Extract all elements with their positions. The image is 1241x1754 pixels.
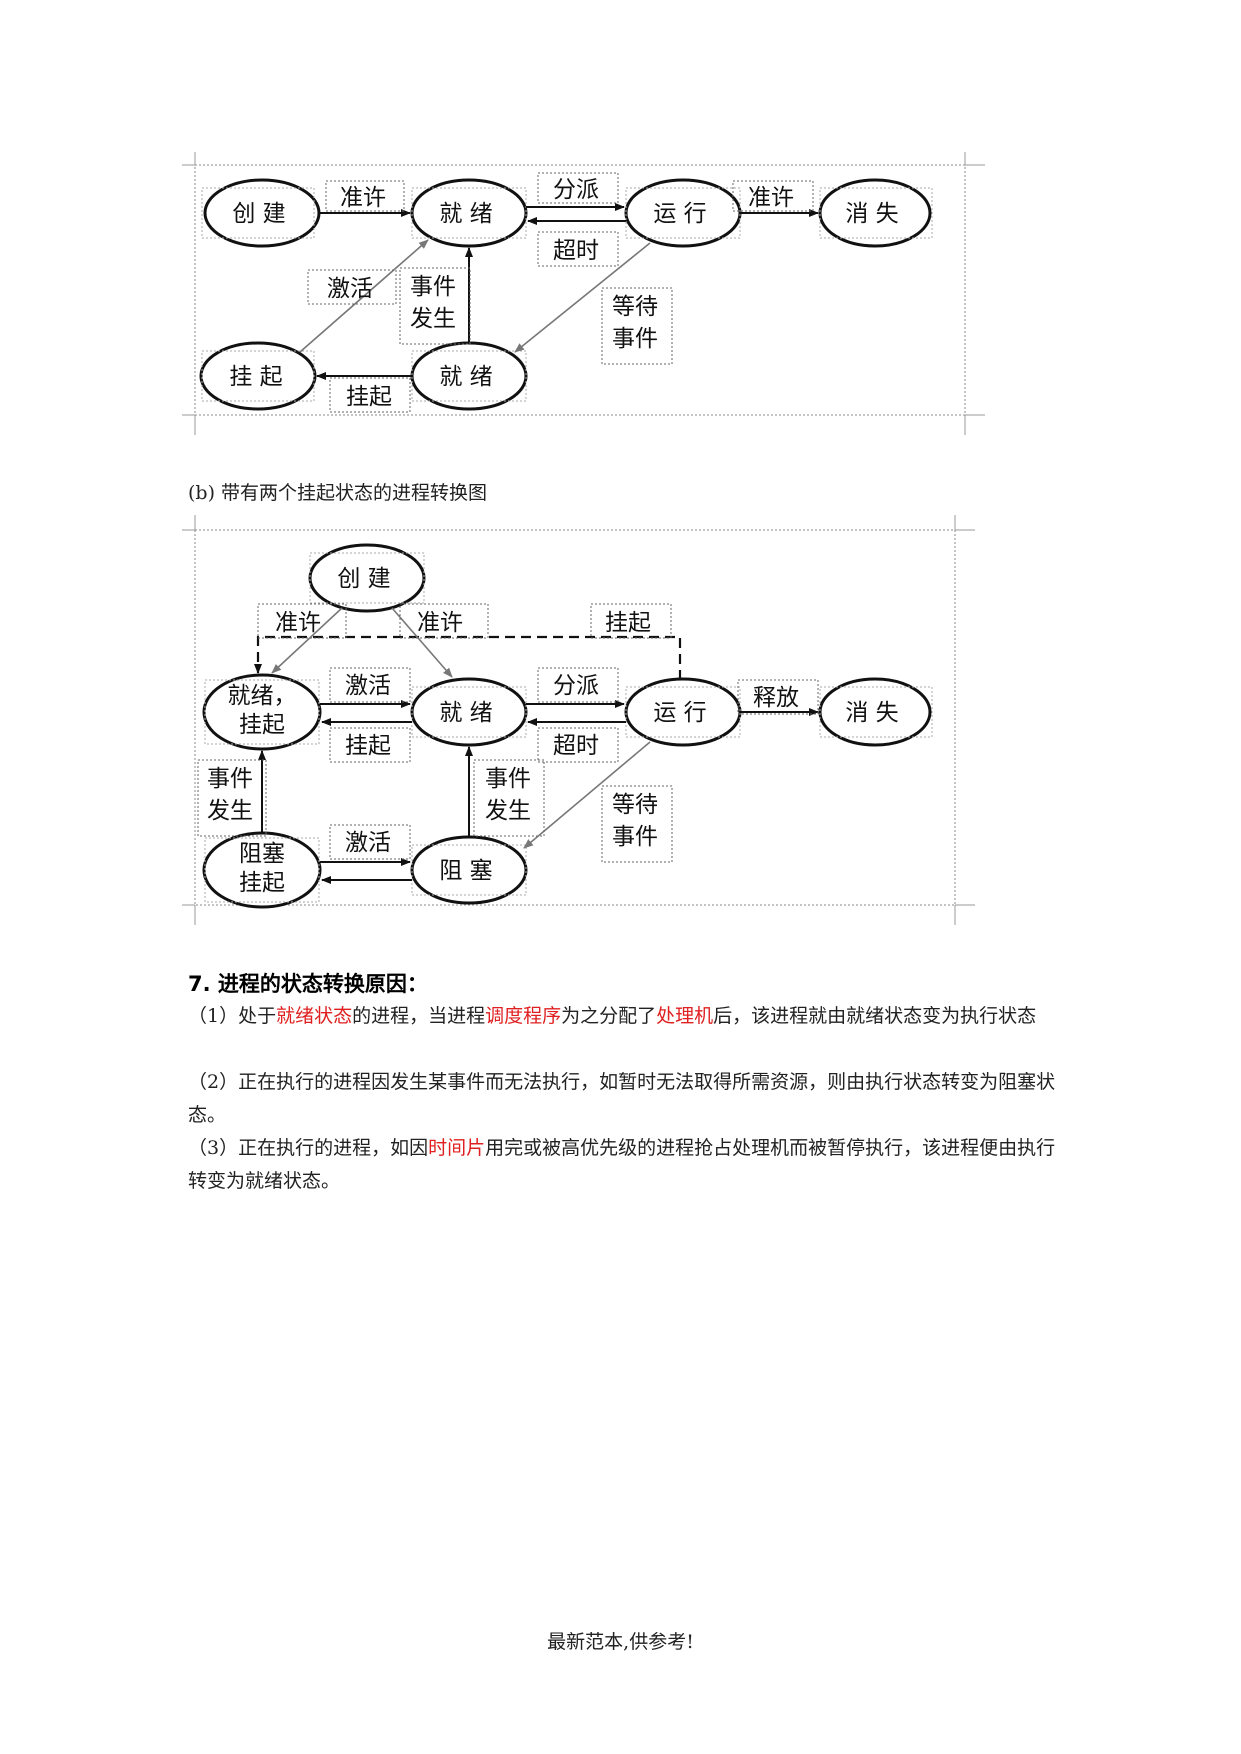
- label-wait-a-2: 事件: [612, 326, 658, 352]
- label-wait-b-1: 等待: [612, 792, 658, 818]
- state-blocked-b-label: 阻 塞: [439, 858, 492, 884]
- label-event-a-2: 发生: [410, 306, 456, 332]
- state-ready-b: [410, 677, 528, 747]
- label-suspend-top-b: 挂起: [605, 610, 651, 636]
- label-admit-a: 准许: [340, 185, 386, 211]
- label-suspend-a: 挂起: [346, 384, 392, 410]
- paragraph-1: （1）处于就绪状态的进程，当进程调度程序为之分配了处理机后，该进程就由就绪状态变…: [188, 1000, 1068, 1033]
- state-ready-a-label: 就 绪: [439, 201, 492, 227]
- state-running-a-label: 运 行: [653, 201, 706, 227]
- section-title: 7. 进程的状态转换原因：: [188, 972, 428, 996]
- p3-text-c: 用完或被高优先级的进程抢占处理机而被暂停执行，该进程便由执行转变为就绪状态。: [188, 1137, 1056, 1192]
- label-admit-left-b: 准许: [275, 610, 321, 636]
- label-event-a-1: 事件: [410, 274, 456, 300]
- state-ready-a: [410, 178, 528, 248]
- state-exit-a-label: 消 失: [845, 201, 898, 227]
- state-ready-b-label: 就 绪: [439, 700, 492, 726]
- label-activate-a: 激活: [327, 276, 373, 302]
- diagram-a: 创 建 就 绪 运 行 消 失 挂 起 就 绪 准许 分派 超时 准许 激活 事…: [182, 152, 985, 435]
- label-event-mid-b-1: 事件: [485, 766, 531, 792]
- page-footer: 最新范本,供参考!: [547, 1631, 694, 1653]
- state-exit-b: [818, 677, 932, 747]
- p1-highlight-processor: 处理机: [656, 1005, 714, 1027]
- label-event-mid-b-2: 发生: [485, 798, 531, 824]
- label-event-left-b-1: 事件: [207, 766, 253, 792]
- label-wait-a-1: 等待: [612, 294, 658, 320]
- p1-text-a: （1）处于: [188, 1005, 277, 1027]
- label-timeout-b: 超时: [553, 733, 599, 759]
- state-running-b-label: 运 行: [653, 700, 706, 726]
- label-wait-b-2: 事件: [612, 824, 658, 850]
- state-create-a-label: 创 建: [232, 201, 285, 227]
- state-ready-suspend-b-label-1: 就绪，: [228, 683, 297, 709]
- state-create-b-label: 创 建: [337, 566, 390, 592]
- paragraph-3: （3）正在执行的进程，如因时间片用完或被高优先级的进程抢占处理机而被暂停执行，该…: [188, 1132, 1068, 1198]
- label-activate-bottom-b: 激活: [345, 830, 391, 856]
- label-release-b: 释放: [753, 685, 799, 711]
- p1-highlight-scheduler: 调度程序: [485, 1005, 562, 1027]
- state-suspended-a: [199, 341, 317, 411]
- state-exit-a: [818, 178, 932, 248]
- label-dispatch-b: 分派: [553, 673, 599, 699]
- label-event-left-b-2: 发生: [207, 798, 253, 824]
- state-exit-b-label: 消 失: [845, 700, 898, 726]
- p3-text-a: （3）正在执行的进程，如因: [188, 1137, 429, 1159]
- diagram-b: 创 建 就绪， 挂起 就 绪 运 行 消 失 阻塞 挂起 阻 塞 准许 准许 挂…: [182, 515, 975, 925]
- p3-highlight-timeslice: 时间片: [428, 1137, 486, 1159]
- state-blocked-suspend-b-label-2: 挂起: [239, 870, 285, 896]
- state-ready-suspend-b-label-2: 挂起: [239, 712, 285, 738]
- label-dispatch-a: 分派: [553, 177, 599, 203]
- label-activate-b: 激活: [345, 673, 391, 699]
- p1-text-c: 的进程，当进程: [352, 1005, 486, 1027]
- state-ready-lower-a-label: 就 绪: [439, 364, 492, 390]
- paragraph-2: （2）正在执行的进程因发生某事件而无法执行，如暂时无法取得所需资源，则由执行状态…: [188, 1071, 1056, 1126]
- label-suspend-mid-b: 挂起: [345, 733, 391, 759]
- state-blocked-suspend-b-label-1: 阻塞: [239, 841, 285, 867]
- label-release-a: 准许: [748, 185, 794, 211]
- p1-highlight-ready-state: 就绪状态: [276, 1005, 353, 1027]
- label-admit-right-b: 准许: [417, 610, 463, 636]
- p1-text-g: 后，该进程就由就绪状态变为执行状态: [713, 1005, 1037, 1027]
- process-diagrams: 创 建 就 绪 运 行 消 失 挂 起 就 绪 准许 分派 超时 准许 激活 事…: [182, 152, 985, 925]
- state-ready-suspend-b: [202, 673, 322, 751]
- figure-caption: (b) 带有两个挂起状态的进程转换图: [188, 482, 488, 504]
- label-timeout-a: 超时: [553, 238, 599, 264]
- p1-text-e: 为之分配了: [561, 1005, 657, 1027]
- state-suspended-a-label: 挂 起: [229, 364, 282, 390]
- state-create-b: [308, 543, 426, 613]
